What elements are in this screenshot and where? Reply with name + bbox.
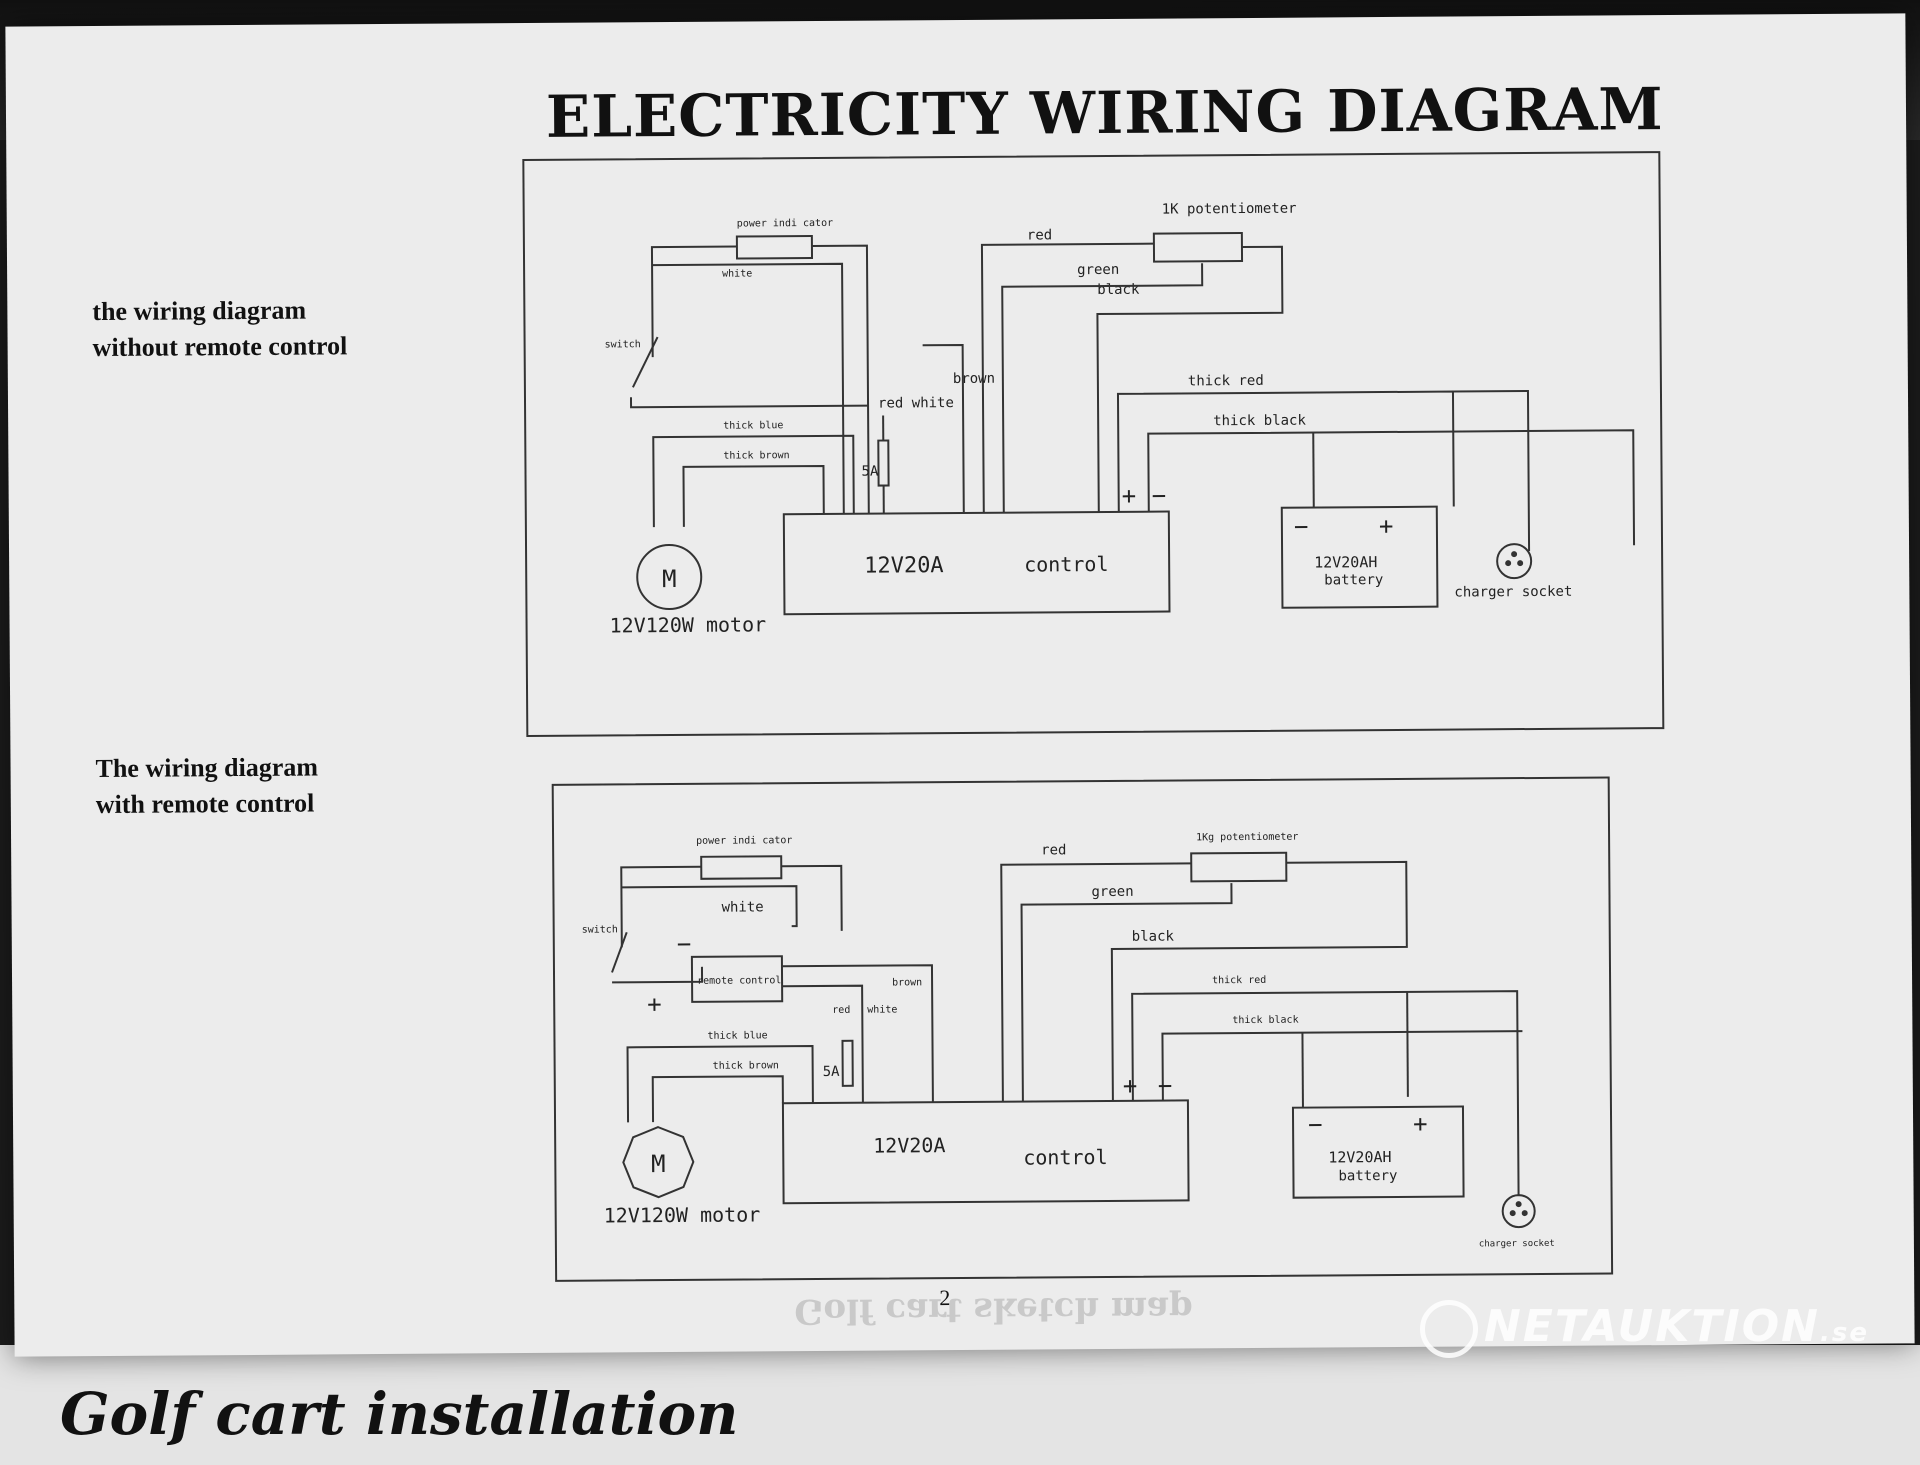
controller-box bbox=[784, 512, 1170, 615]
fuse bbox=[878, 440, 888, 485]
potentiometer-label-2: 1Kg potentiometer bbox=[1196, 832, 1298, 844]
motor-label-2: 12V120W motor bbox=[604, 1202, 761, 1227]
battery-label: 12V20AH bbox=[1314, 553, 1377, 571]
red-small-label-2: red bbox=[832, 1005, 850, 1016]
battery-label-2: 12V20AH bbox=[1328, 1148, 1391, 1166]
fuse-2 bbox=[842, 1041, 852, 1086]
potentiometer-2 bbox=[1191, 853, 1286, 882]
power-indicator-label: power indi cator bbox=[737, 218, 833, 230]
thick-black-label-2: thick black bbox=[1232, 1015, 1298, 1026]
thick-blue-label-2: thick blue bbox=[707, 1030, 767, 1041]
diagram2-heading-line1: The wiring diagram bbox=[95, 749, 318, 787]
thick-brown-label-2: thick brown bbox=[713, 1060, 779, 1071]
motor-label: 12V120W motor bbox=[609, 612, 766, 637]
controller-box-2 bbox=[783, 1100, 1189, 1203]
controller-plus-2: + bbox=[1123, 1072, 1138, 1100]
brown-wire-label-2: brown bbox=[892, 977, 922, 988]
red-white-label: red white bbox=[878, 395, 954, 412]
remote-minus: − bbox=[677, 930, 692, 958]
page-number: 2 bbox=[939, 1285, 950, 1311]
manual-page: ELECTRICITY WIRING DIAGRAM the wiring di… bbox=[5, 13, 1914, 1356]
thick-red-label: thick red bbox=[1188, 373, 1264, 390]
battery-plus-2: + bbox=[1413, 1110, 1428, 1138]
black-wire-label: black bbox=[1097, 282, 1140, 298]
white-wire-label-2: white bbox=[721, 899, 763, 915]
battery-plus: + bbox=[1379, 512, 1394, 540]
battery-word-2: battery bbox=[1338, 1168, 1397, 1184]
black-wire-label-2: black bbox=[1132, 929, 1175, 945]
battery-word: battery bbox=[1324, 572, 1383, 588]
diagram1-heading-line1: the wiring diagram bbox=[92, 292, 347, 330]
thick-red-label-2: thick red bbox=[1212, 975, 1266, 986]
white-wire-label: white bbox=[722, 268, 752, 279]
watermark-suffix: .se bbox=[1820, 1318, 1869, 1348]
diagram2-heading: The wiring diagram with remote control bbox=[95, 749, 318, 823]
diagram1-heading-line2: without remote control bbox=[93, 328, 348, 366]
remote-control-label: remote control bbox=[697, 975, 781, 987]
green-wire-label: green bbox=[1077, 262, 1119, 278]
controller-label: 12V20A bbox=[864, 553, 944, 579]
diagram2-svg: power indi cator white switch remote con… bbox=[551, 775, 1614, 1282]
mirrored-bleed-text: Golf cart sketch map bbox=[794, 1288, 1193, 1331]
fuse-label: 5A bbox=[861, 464, 879, 480]
control-label-2: control bbox=[1023, 1145, 1107, 1170]
diagram1-frame bbox=[523, 152, 1663, 736]
charger-socket-label: charger socket bbox=[1454, 584, 1572, 601]
thick-black-label: thick black bbox=[1213, 413, 1306, 430]
motor-m-label: M bbox=[662, 565, 677, 593]
thick-brown-label: thick brown bbox=[723, 450, 789, 461]
fuse-label-2: 5A bbox=[823, 1064, 841, 1080]
red-wire-label: red bbox=[1027, 227, 1052, 243]
remote-plus: + bbox=[647, 990, 662, 1018]
red-wire-label-2: red bbox=[1041, 842, 1066, 858]
thick-blue-label: thick blue bbox=[723, 420, 783, 431]
power-indicator-label-2: power indi cator bbox=[696, 835, 792, 847]
watermark-logo-icon bbox=[1420, 1300, 1478, 1358]
next-page-title: Golf cart installation bbox=[60, 1380, 738, 1448]
controller-label-2: 12V20A bbox=[873, 1133, 945, 1158]
diagram2-heading-line2: with remote control bbox=[96, 785, 319, 823]
brown-wire-label: brown bbox=[953, 371, 995, 387]
watermark: NETAUKTION.se bbox=[1420, 1300, 1869, 1358]
diagram1-svg: power indi cator white switch 1K potenti… bbox=[521, 150, 1665, 738]
power-indicator-lamp bbox=[737, 236, 812, 259]
diagram-with-remote: power indi cator white switch remote con… bbox=[551, 775, 1614, 1282]
page-title: ELECTRICITY WIRING DIAGRAM bbox=[546, 75, 1664, 151]
charger-socket-label-2: charger socket bbox=[1479, 1239, 1555, 1250]
control-label: control bbox=[1024, 552, 1108, 577]
diagram-without-remote: power indi cator white switch 1K potenti… bbox=[521, 150, 1665, 738]
controller-minus: − bbox=[1152, 482, 1167, 510]
battery-minus: − bbox=[1294, 513, 1309, 541]
watermark-name: NETAUKTION bbox=[1484, 1301, 1820, 1352]
battery-minus-2: − bbox=[1308, 1110, 1323, 1138]
controller-minus-2: − bbox=[1158, 1072, 1173, 1100]
charger-socket-symbol-2 bbox=[1503, 1195, 1535, 1227]
controller-plus: + bbox=[1122, 482, 1137, 510]
switch-symbol-2 bbox=[612, 932, 627, 972]
diagram1-heading: the wiring diagram without remote contro… bbox=[92, 292, 347, 366]
switch-label-2: switch bbox=[582, 924, 618, 935]
motor-m-label-2: M bbox=[651, 1150, 666, 1178]
potentiometer bbox=[1154, 233, 1242, 262]
switch-label: switch bbox=[605, 339, 641, 350]
white-small-label-2: white bbox=[867, 1004, 897, 1015]
power-indicator-lamp-2 bbox=[701, 856, 781, 879]
green-wire-label-2: green bbox=[1091, 884, 1133, 900]
charger-socket-symbol bbox=[1497, 544, 1531, 578]
potentiometer-label: 1K potentiometer bbox=[1162, 201, 1297, 218]
